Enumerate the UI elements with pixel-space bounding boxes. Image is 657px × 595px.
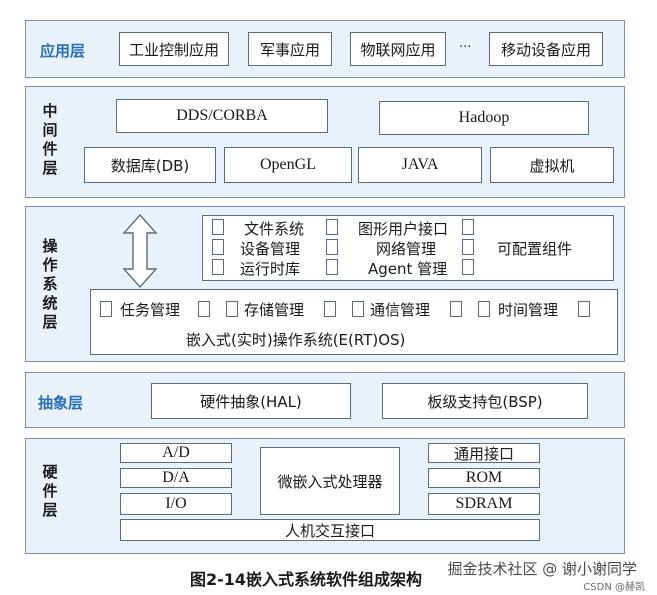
abstraction-hal: 硬件抽象(HAL) [151, 383, 351, 419]
app-mobile: 移动设备应用 [489, 32, 603, 66]
middleware-hadoop: Hadoop [379, 101, 589, 135]
middleware-layer: 中间件层 DDS/CORBA Hadoop 数据库(DB) OpenGL JAV… [25, 86, 625, 198]
cfg-agent-management: Agent 管理 [368, 260, 448, 278]
hardware-io: I/O [120, 493, 232, 515]
rtos-kernel-label: 嵌入式(实时)操作系统(E(RT)OS) [186, 331, 406, 349]
application-layer: 应用层 工业控制应用 军事应用 物联网应用 ··· 移动设备应用 [25, 20, 625, 78]
cfg-mid-square-1 [326, 239, 338, 255]
hardware-layer-label: 硬件层 [42, 463, 58, 519]
cfg-mid-square-2 [326, 259, 338, 275]
app-industrial-control: 工业控制应用 [119, 32, 229, 66]
hardware-ad: A/D [120, 443, 232, 463]
kernel-square-5 [450, 301, 462, 317]
app-ellipsis: ··· [459, 40, 472, 55]
hardware-sdram: SDRAM [428, 493, 540, 515]
kernel-square-6 [478, 301, 490, 317]
cfg-file-system: 文件系统 [244, 220, 305, 238]
app-military: 军事应用 [248, 32, 332, 66]
cfg-gui: 图形用户接口 [358, 220, 449, 238]
cfg-left-square-2 [212, 259, 224, 275]
kernel-storage-management: 存储管理 [244, 301, 305, 319]
cfg-runtime-library: 运行时库 [240, 260, 301, 278]
middleware-dds-corba: DDS/CORBA [116, 99, 328, 133]
cfg-network-management: 网络管理 [376, 240, 437, 258]
cfg-right-square-1 [462, 239, 474, 255]
double-arrow-icon [122, 213, 158, 289]
middleware-database: 数据库(DB) [84, 147, 216, 183]
hardware-da: D/A [120, 468, 232, 488]
hardware-rom: ROM [428, 468, 540, 488]
rtos-kernel [90, 289, 618, 355]
middleware-vm: 虚拟机 [490, 147, 614, 183]
abstraction-bsp: 板级支持包(BSP) [382, 383, 588, 419]
cfg-left-square-1 [212, 239, 224, 255]
cfg-left-square-0 [212, 219, 224, 235]
figure-caption: 图2-14嵌入式系统软件组成架构 [190, 570, 423, 589]
cfg-right-square-0 [462, 219, 474, 235]
hardware-processor: 微嵌入式处理器 [260, 447, 400, 515]
app-iot: 物联网应用 [350, 32, 446, 66]
middleware-java: JAVA [358, 147, 482, 183]
os-layer: 操作系统层 可配置组件 文件系统 设备管理 运行时库 图形用户接口 网络管理 A… [25, 206, 625, 362]
middleware-layer-label: 中间件层 [42, 102, 58, 177]
kernel-square-0 [100, 301, 112, 317]
hardware-general-interface: 通用接口 [428, 443, 540, 463]
kernel-square-4 [352, 301, 364, 317]
abstraction-layer: 抽象层 硬件抽象(HAL) 板级支持包(BSP) [25, 372, 625, 428]
kernel-square-1 [198, 301, 210, 317]
kernel-square-3 [324, 301, 336, 317]
configurable-components-label: 可配置组件 [497, 240, 573, 258]
middleware-opengl: OpenGL [224, 147, 352, 183]
abstraction-layer-label: 抽象层 [38, 394, 84, 412]
watermark: 掘金技术社区 @ 谢小谢同学 [447, 560, 637, 578]
cfg-device-management: 设备管理 [240, 240, 301, 258]
hardware-layer: 硬件层 A/D D/A I/O 微嵌入式处理器 通用接口 ROM SDRAM 人… [25, 438, 625, 554]
kernel-square-2 [226, 301, 238, 317]
watermark-sub: CSDN @赫凯 [583, 582, 645, 593]
application-layer-label: 应用层 [40, 42, 86, 60]
kernel-task-management: 任务管理 [120, 301, 181, 319]
kernel-square-7 [578, 301, 590, 317]
os-layer-label: 操作系统层 [42, 237, 58, 331]
kernel-time-management: 时间管理 [498, 301, 559, 319]
cfg-mid-square-0 [326, 219, 338, 235]
kernel-communication-management: 通信管理 [370, 301, 431, 319]
configurable-components: 可配置组件 [202, 215, 614, 281]
cfg-right-square-2 [462, 259, 474, 275]
hardware-hmi: 人机交互接口 [120, 519, 540, 541]
